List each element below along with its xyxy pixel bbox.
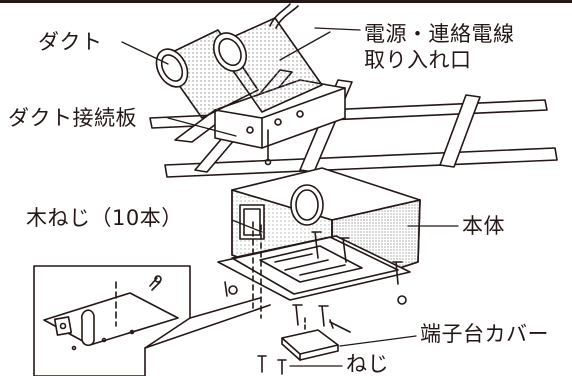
terminal-cover-part — [281, 317, 339, 361]
cover-screws — [257, 355, 287, 375]
label-duct-connection-plate: ダクト接続板 — [8, 106, 137, 130]
wood-screws — [224, 231, 403, 333]
label-screw: ねじ — [346, 352, 389, 376]
label-power-inlet-line2: 取り入れ口 — [364, 48, 472, 72]
label-power-inlet-line1: 電源・連絡電線 — [364, 22, 515, 46]
guide-lines — [252, 221, 262, 319]
detail-inset — [33, 265, 271, 376]
label-terminal-cover: 端子台カバー — [420, 322, 549, 346]
top-rule — [0, 0, 572, 3]
duct-pipes — [155, 3, 323, 119]
leader-lines — [121, 27, 459, 367]
label-wood-screws: 木ねじ（10本） — [26, 206, 183, 230]
main-body-unit — [217, 167, 421, 305]
label-main-body: 本体 — [462, 214, 505, 238]
label-duct: ダクト — [38, 30, 103, 54]
